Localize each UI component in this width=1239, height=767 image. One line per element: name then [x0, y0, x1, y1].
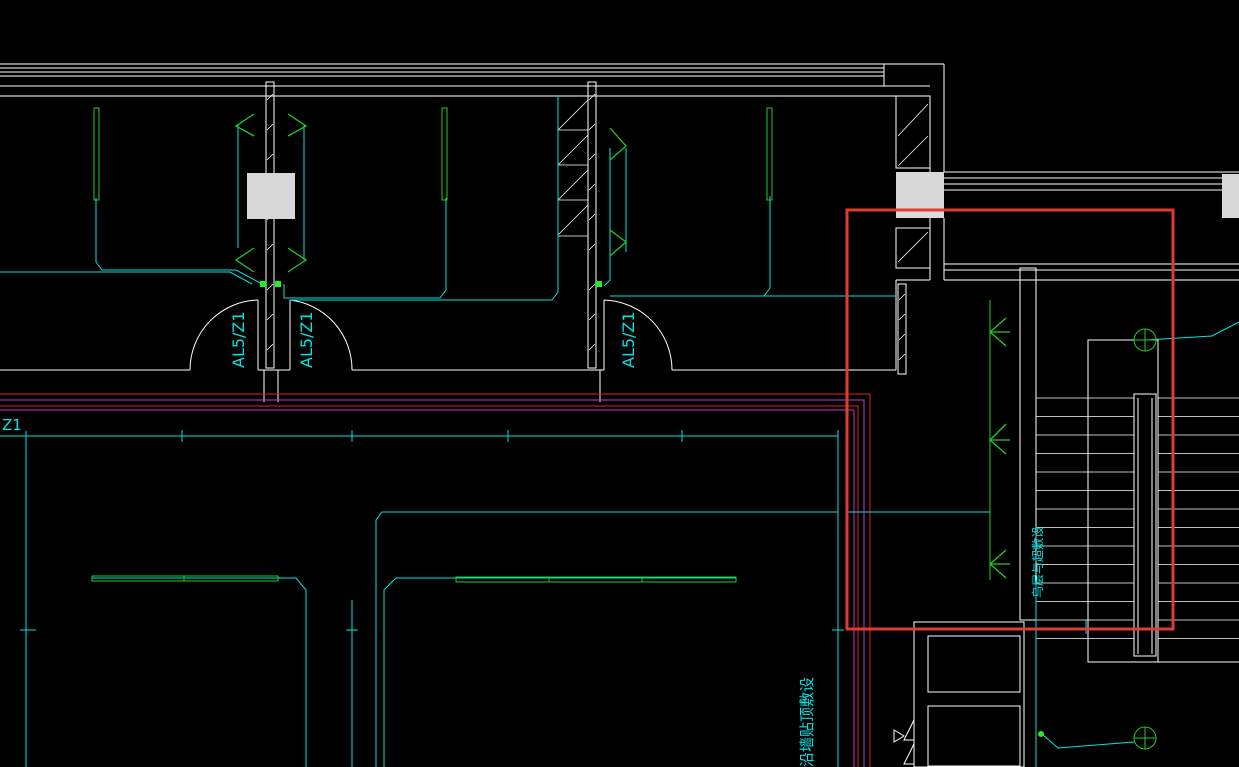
- zone-boundary: [0, 393, 871, 767]
- light-fixtures: [91, 107, 991, 583]
- edge-tag: Z1: [2, 416, 22, 434]
- junction-dot-icon: [260, 281, 1044, 737]
- wiring: [0, 96, 1239, 767]
- stair-treads: [1036, 397, 1239, 639]
- stair-note: 乌层与超敷设: [1030, 526, 1045, 598]
- columns: [247, 172, 1239, 219]
- circuit-label: AL5/Z1: [229, 311, 248, 368]
- emergency-light-icons: [234, 113, 1010, 579]
- wall-note: 沿墙贴顶敷设: [798, 677, 816, 767]
- wire-ticks: [20, 430, 844, 636]
- marker-triangles: [893, 719, 915, 765]
- walls: [0, 63, 1239, 767]
- outlet-circle-icon: [1133, 328, 1157, 750]
- wall-hatching: [266, 93, 929, 361]
- selection-rectangle[interactable]: [845, 208, 1175, 631]
- circuit-labels: AL5/Z1 AL5/Z1 AL5/Z1 Z1 沿墙贴顶敷设 乌层与超敷设: [2, 311, 1045, 767]
- circuit-label: AL5/Z1: [297, 311, 316, 368]
- circuit-label: AL5/Z1: [619, 311, 638, 368]
